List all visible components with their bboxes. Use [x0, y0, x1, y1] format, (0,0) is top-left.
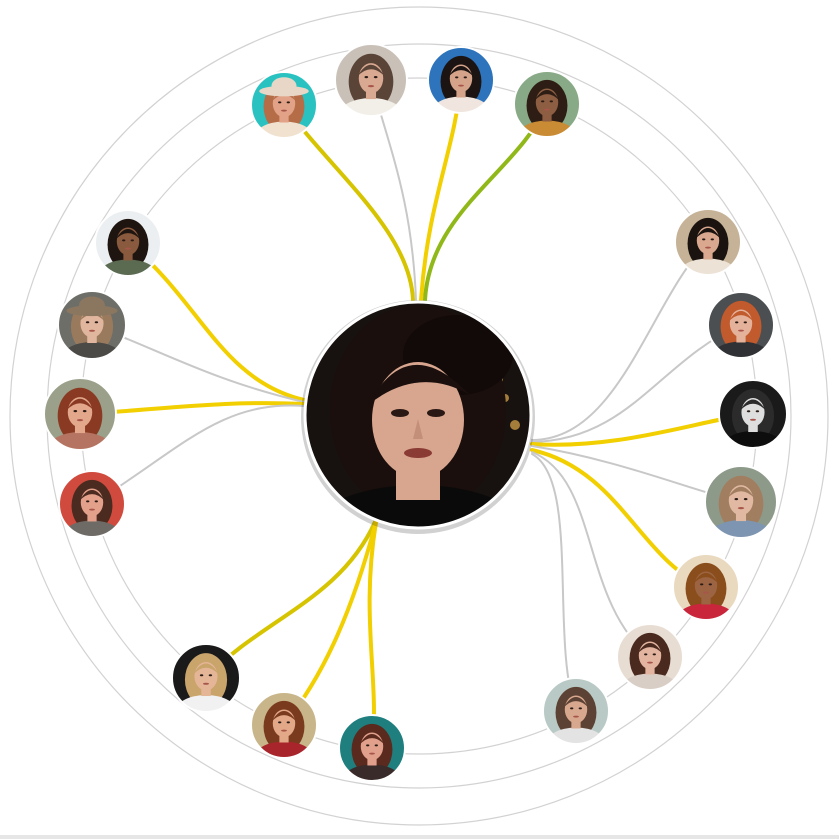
link-woman-long-dark-hair — [531, 241, 709, 441]
avatar-border — [334, 43, 408, 117]
avatar-woman-bangs[interactable] — [616, 623, 684, 710]
link-woman-bangs — [531, 451, 651, 658]
avatar-border — [718, 379, 788, 449]
bottom-edge-bar — [0, 835, 839, 839]
link-woman-orange-hair — [531, 324, 742, 443]
avatar-woman-blonde[interactable] — [171, 643, 241, 732]
avatar-border — [171, 643, 241, 713]
avatar-border — [616, 623, 684, 691]
avatar-woman-curly-hair[interactable] — [94, 209, 162, 296]
avatar-border — [672, 553, 740, 621]
avatar-woman-fur-hat[interactable] — [57, 290, 127, 379]
avatar-border — [674, 208, 742, 276]
avatar-border — [57, 290, 127, 360]
avatar-border — [43, 377, 117, 451]
avatar-woman-red-hair[interactable] — [43, 377, 117, 472]
avatar-woman-teal-bun[interactable] — [338, 714, 406, 801]
avatar-woman-white-sunglasses[interactable] — [513, 70, 581, 157]
avatar-border — [704, 465, 778, 539]
avatar-border — [94, 209, 162, 277]
avatar-woman-orange-hair[interactable] — [707, 291, 775, 378]
avatar-border — [707, 291, 775, 359]
avatar-border — [250, 71, 318, 139]
avatar-border — [513, 70, 581, 138]
link-woman-hat-turquoise — [282, 103, 415, 302]
person-avatars — [43, 43, 788, 801]
avatar-woman-wavy-hair[interactable] — [334, 43, 408, 138]
central-person-avatar[interactable] — [303, 302, 533, 595]
avatar-woman-long-dark-hair[interactable] — [674, 208, 742, 295]
avatar-woman-space-buns[interactable] — [58, 470, 126, 557]
avatar-border — [542, 677, 610, 745]
avatar-woman-red-jacket[interactable] — [250, 691, 318, 778]
avatar-woman-afro[interactable] — [672, 553, 740, 640]
central-person[interactable] — [301, 300, 535, 595]
link-woman-space-buns — [91, 404, 305, 505]
avatar-woman-black-white[interactable] — [718, 379, 788, 468]
link-woman-glasses-outdoor — [531, 453, 577, 712]
avatar-border — [58, 470, 126, 538]
outer-ring — [9, 6, 829, 826]
avatar-border — [338, 714, 406, 782]
avatar-border — [427, 46, 495, 114]
avatar-woman-glasses-denim[interactable] — [704, 465, 778, 560]
avatar-border — [250, 691, 318, 759]
avatar-woman-hat-turquoise[interactable] — [250, 71, 318, 158]
center-avatar-border — [303, 300, 533, 530]
link-woman-white-sunglasses — [423, 102, 549, 302]
avatar-woman-sunglasses-blue[interactable] — [427, 46, 495, 133]
avatar-woman-glasses-outdoor[interactable] — [542, 677, 610, 764]
